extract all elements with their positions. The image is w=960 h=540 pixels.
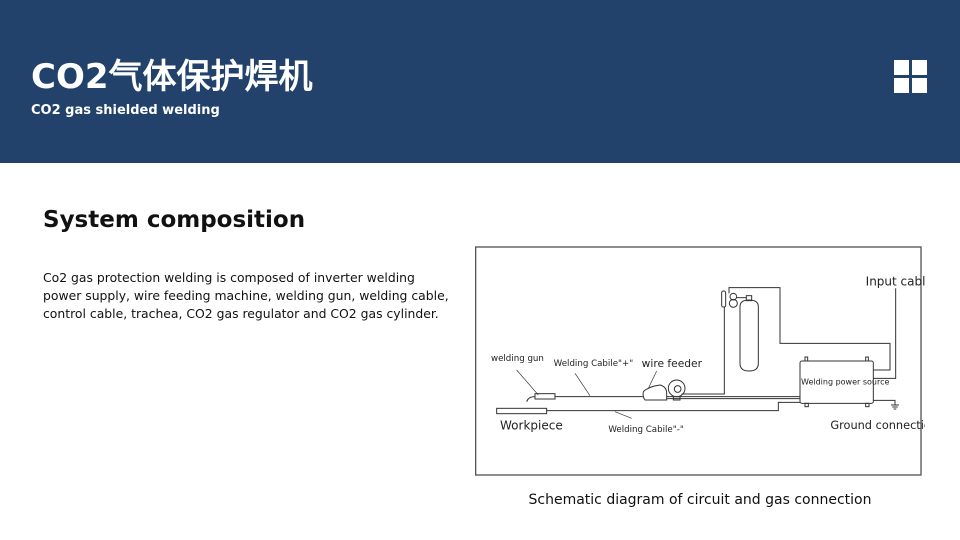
label-workpiece: Workpiece xyxy=(500,418,563,432)
label-cable-plus: Welding Cabile"+" xyxy=(554,359,634,369)
feeder-to-power-cable xyxy=(666,396,800,400)
label-input-cable: Input cable xyxy=(866,275,925,289)
ground-icon xyxy=(873,399,899,410)
gas-regulator xyxy=(721,290,727,308)
gas-line xyxy=(728,287,891,371)
label-welding-gun: welding gun xyxy=(491,354,544,364)
diagram-caption: Schematic diagram of circuit and gas con… xyxy=(528,492,872,508)
label-wire-feeder: wire feeder xyxy=(642,357,703,370)
leader-lines xyxy=(516,369,657,419)
input-cable-line xyxy=(873,288,897,379)
minus-cable xyxy=(546,401,800,412)
label-power-source: Welding power source xyxy=(801,377,889,386)
diagram-border xyxy=(475,246,922,476)
label-cable-minus: Welding Cabile"-" xyxy=(608,425,683,435)
workpiece xyxy=(496,407,548,415)
page-subtitle: CO2 gas shielded welding xyxy=(31,103,220,118)
welding-power-source xyxy=(799,356,874,408)
section-title: System composition xyxy=(43,207,306,233)
header-banner: CO2气体保护焊机 CO2 gas shielded welding xyxy=(0,0,960,163)
section-body: Co2 gas protection welding is composed o… xyxy=(43,270,449,321)
label-ground: Ground connection xyxy=(830,418,925,432)
page-title: CO2气体保护焊机 xyxy=(31,57,313,97)
gas-cylinder xyxy=(728,292,759,372)
gas-hose xyxy=(681,307,725,395)
gun-nozzle xyxy=(526,396,536,402)
grid-icon xyxy=(894,60,927,93)
schematic-diagram: Input cable welding gun Welding Cabile"+… xyxy=(475,246,925,476)
